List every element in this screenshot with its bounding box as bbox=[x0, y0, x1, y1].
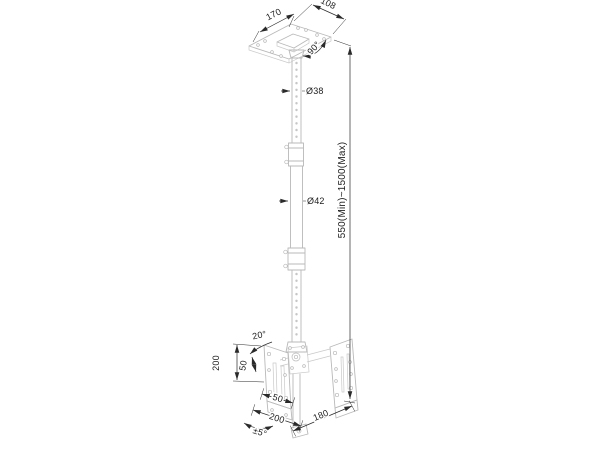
dim-hole-spacing-vertical: 50 bbox=[236, 356, 257, 373]
dim-ceiling-plate-width: 108 bbox=[293, 0, 347, 35]
dim-label-200-width: 200 bbox=[268, 411, 286, 425]
dim-height-range: 550(Min)~1500(Max) bbox=[333, 39, 356, 404]
dim-label-height-range: 550(Min)~1500(Max) bbox=[337, 142, 348, 239]
dim-label-d42: Ø42 bbox=[307, 196, 325, 206]
dim-label-d38: Ø38 bbox=[306, 86, 324, 96]
vesa-plate-left bbox=[263, 344, 293, 421]
dim-label-50-vertical: 50 bbox=[237, 359, 249, 371]
dim-label-170: 170 bbox=[264, 6, 282, 22]
dim-label-50-horizontal: 50 bbox=[271, 392, 284, 405]
mounting-pole bbox=[283, 56, 306, 343]
lower-tube bbox=[291, 269, 302, 343]
upper-tube bbox=[291, 56, 302, 144]
dim-hole-spacing-horizontal: 50 bbox=[259, 388, 296, 409]
dim-tilt-angle: 20° bbox=[249, 327, 273, 355]
dim-label-180: 180 bbox=[312, 408, 330, 423]
dim-fine-swivel: ±5° bbox=[243, 422, 274, 441]
dim-label-pm5deg: ±5° bbox=[252, 425, 269, 439]
tilt-mechanism bbox=[279, 341, 331, 439]
lower-coupler bbox=[283, 247, 306, 271]
dim-upper-tube-diameter: Ø38 bbox=[281, 85, 325, 98]
dim-label-90deg: 90° bbox=[305, 39, 322, 56]
dim-lower-tube-diameter: Ø42 bbox=[279, 195, 326, 208]
middle-tube bbox=[290, 165, 303, 249]
upper-coupler bbox=[284, 142, 304, 167]
dim-label-200-height: 200 bbox=[211, 355, 221, 371]
dim-label-108: 108 bbox=[319, 0, 337, 11]
dim-label-20deg: 20° bbox=[251, 329, 267, 342]
dim-vesa-height: 200 bbox=[210, 343, 265, 383]
vesa-plate-right bbox=[329, 338, 359, 419]
